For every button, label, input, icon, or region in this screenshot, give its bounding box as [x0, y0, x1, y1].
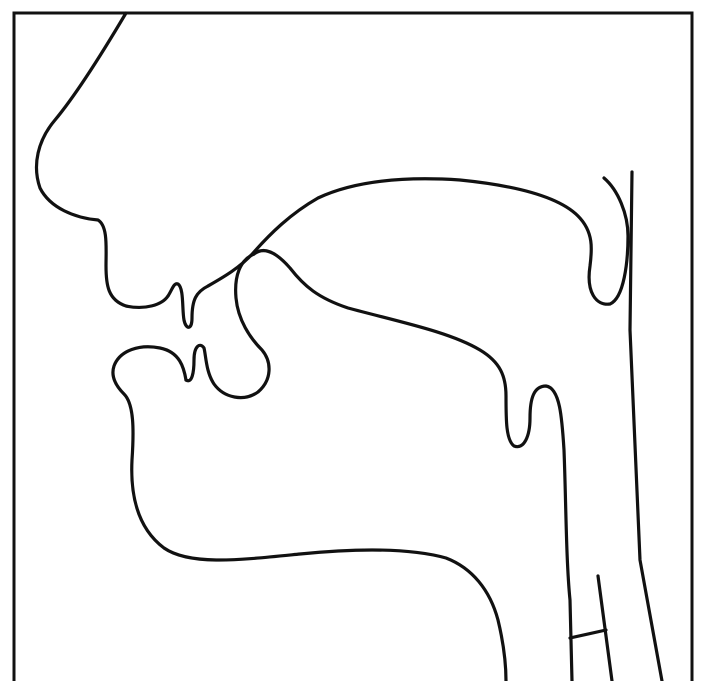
- pharyngeal-wall-outline: [630, 172, 662, 681]
- nose-upper-lip-outline: [36, 13, 168, 307]
- upper-incisor-outline: [168, 284, 208, 328]
- lower-lip-chin-outline: [113, 347, 506, 681]
- larynx-ring: [570, 630, 606, 638]
- frame-border: [14, 13, 692, 681]
- tongue-outline: [254, 250, 572, 681]
- larynx-front-wall: [598, 576, 612, 681]
- hard-palate-outline: [208, 178, 628, 304]
